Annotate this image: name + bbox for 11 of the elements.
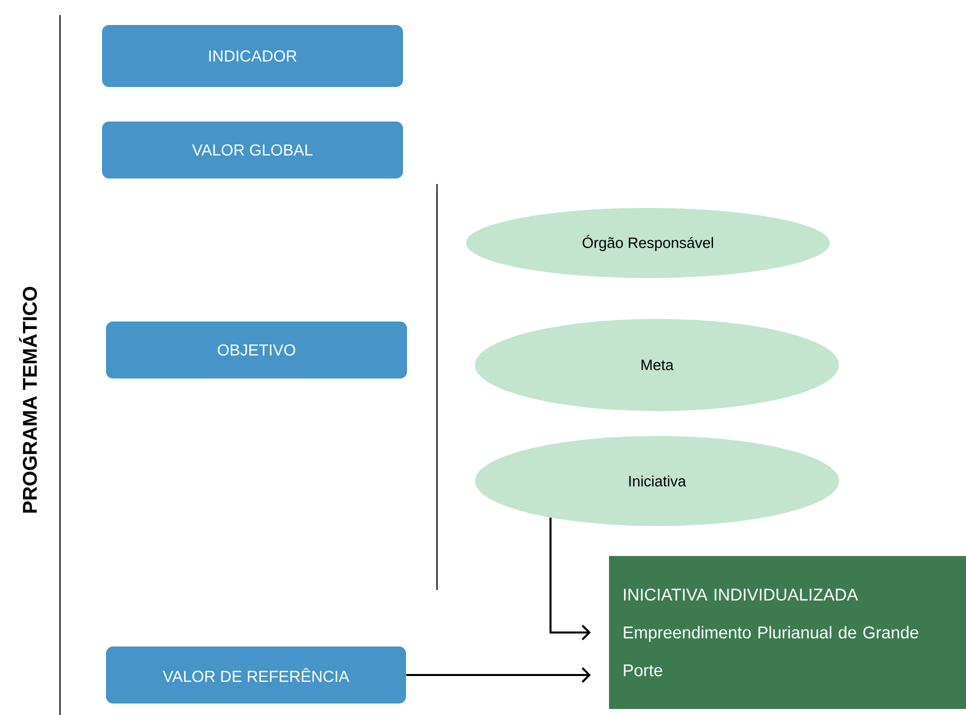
arrow [406,667,591,683]
process-box: INDICADOR [102,25,403,87]
axis-title: PROGRAMA TEMÁTICO [19,286,37,513]
ellipse-node: Iniciativa [475,436,839,526]
highlight-box: INICIATIVA INDIVIDUALIZADA Empreendimento Plurianual de Grande Porte [609,556,966,709]
arrow [550,518,591,640]
process-box: VALOR GLOBAL [102,121,403,178]
process-box: VALOR DE REFERÊNCIA [106,646,406,704]
ellipse-node: Meta [475,318,839,411]
ellipse-node: Órgão Responsável [466,208,830,278]
process-box: OBJETIVO [106,321,407,378]
